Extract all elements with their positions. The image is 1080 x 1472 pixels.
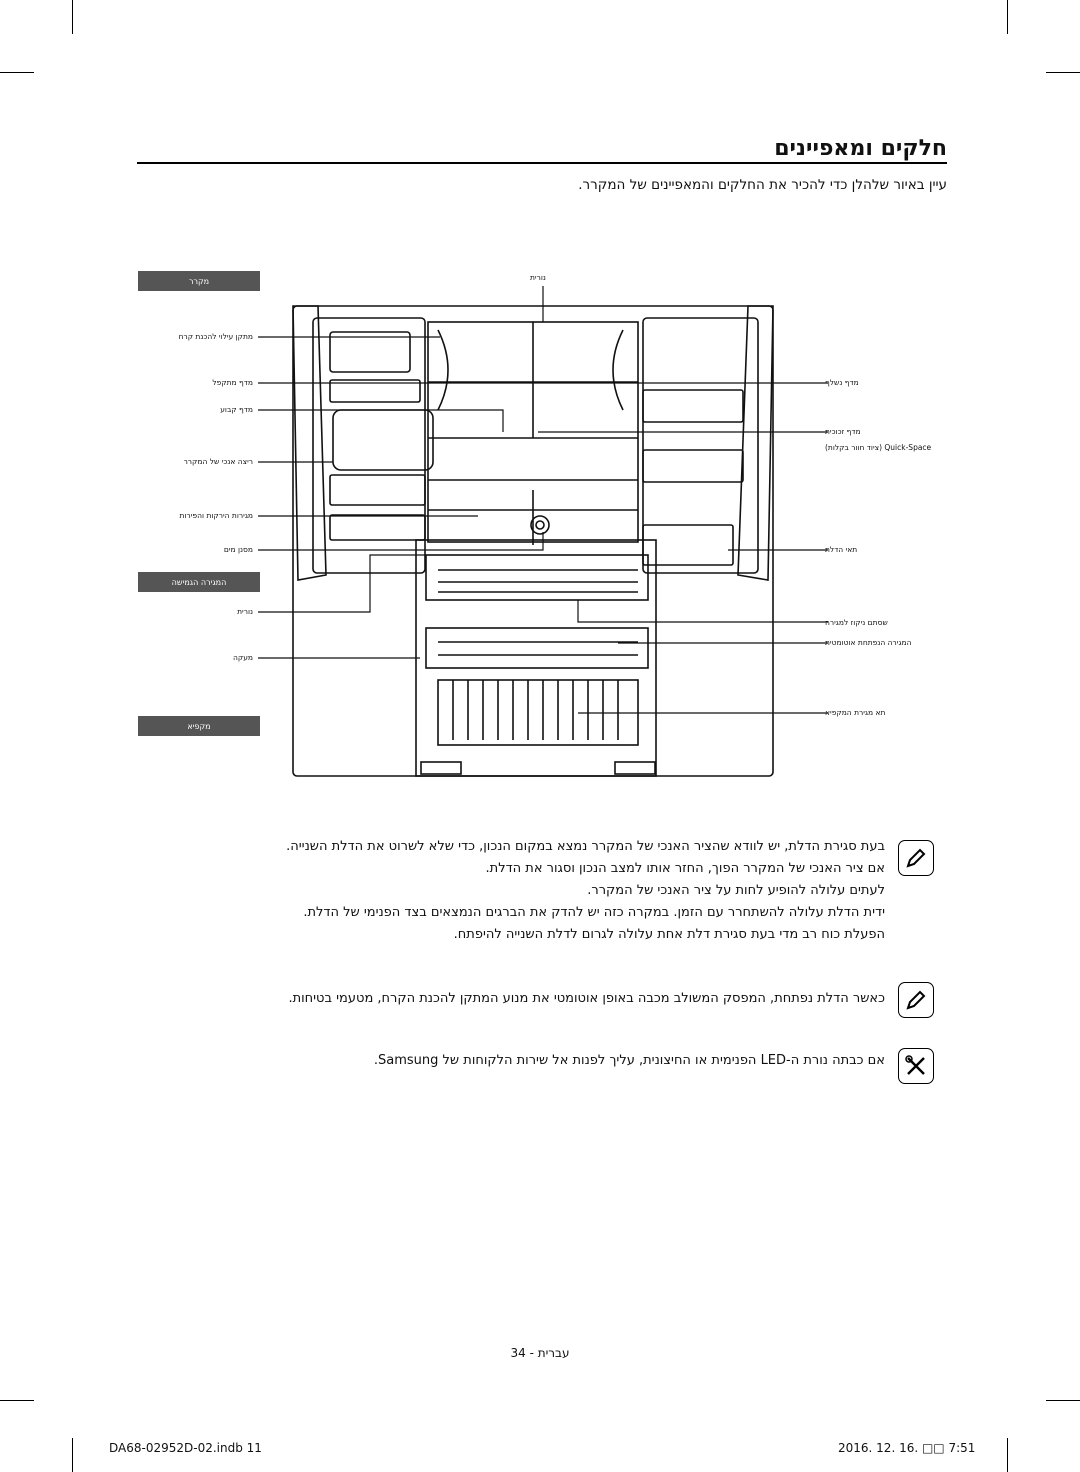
crop-mark [1007, 0, 1008, 34]
note-line: הפעלת כוח רב מדי בעת סגירת דלת אחת עלולה… [453, 927, 885, 942]
crop-mark [72, 0, 73, 34]
title-divider [137, 162, 947, 164]
tools-icon [898, 1048, 934, 1084]
label-glass-shelf: מדף זכוכית [825, 427, 861, 436]
note-line: לעתים עלולה להופיע לחות על ציר האנכי של … [587, 883, 885, 898]
crop-mark [72, 1438, 73, 1472]
section-tag-drawer: המגירה הגמישה [138, 572, 260, 592]
section-tag-freezer: מקפיא [138, 716, 260, 736]
note-line: ידית הדלת עלולה להשתחרר עם הזמן. במקרה כ… [303, 905, 885, 920]
note-line: אם ציר האנכי של המקרר הפוך, החזר אותו למ… [485, 861, 885, 876]
label-fridge-crisper: ריצה אנכי של המקרר [183, 457, 253, 466]
label-fixed-shelf: מדף קבוע [220, 405, 253, 414]
label-quick-space: Quick-Space (ציוד חוור בקלות) [825, 443, 932, 452]
label-freezer-bin: תא מגירת המקפיא [825, 708, 886, 717]
footer-file: DA68-02952D-02.indb 11 [109, 1441, 262, 1455]
label-door-bins: תאי הדלת [825, 545, 858, 554]
label-veg-drawer: מגירות הירקות והפירות [179, 511, 253, 520]
label-slide-shelf: מדף נשלף [825, 378, 859, 387]
crop-mark [1046, 72, 1080, 73]
label-water-tank: מסנן מים [223, 545, 253, 554]
note-text-3: אם כבתה נורת ה-LED הפנימית או החיצונית, … [125, 1050, 885, 1072]
note-pencil-icon [898, 982, 934, 1018]
note-text-2: כאשר הדלת נפתחת, המפסק המשולב מכבה באופן… [125, 988, 885, 1010]
section-tag-fridge: מקרר [138, 271, 260, 291]
label-auto-drawer: המגירה הנפתחת אוטומטית [825, 638, 912, 647]
footer-date: 2016. 12. 16. □□ 7:51 [838, 1441, 976, 1455]
page-title: חלקים ומאפיינים [774, 136, 947, 161]
note-line: כאשר הדלת נפתחת, המפסק המשולב מכבה באופן… [288, 991, 885, 1006]
note-pencil-icon [898, 840, 934, 876]
label-fold-shelf: מדף מתקפל [212, 378, 253, 387]
label-drawer-switch: שסתם ניקוז למגירה [825, 618, 888, 627]
crop-mark [0, 72, 34, 73]
crop-mark [1007, 1438, 1008, 1472]
label-freezer-lid: מעקה [232, 653, 253, 662]
intro-text: עיין באיור שלהלן כדי להכיר את החלקים והמ… [578, 177, 947, 193]
fridge-diagram [258, 286, 828, 777]
note-text-1: בעת סגירת הדלת, יש לוודא שהציר האנכי של … [125, 836, 885, 946]
note-line: בעת סגירת הדלת, יש לוודא שהציר האנכי של … [286, 839, 885, 854]
page-number: עברית - 34 [510, 1346, 570, 1360]
label-drawer-light: נורית [237, 607, 253, 616]
label-ice-maker: מתקן עילוי להכנת קרח [178, 332, 253, 341]
crop-mark [0, 1400, 34, 1401]
label-light: נורית [530, 273, 546, 282]
note-line: אם כבתה נורת ה-LED הפנימית או החיצונית, … [373, 1053, 885, 1068]
crop-mark [1046, 1400, 1080, 1401]
